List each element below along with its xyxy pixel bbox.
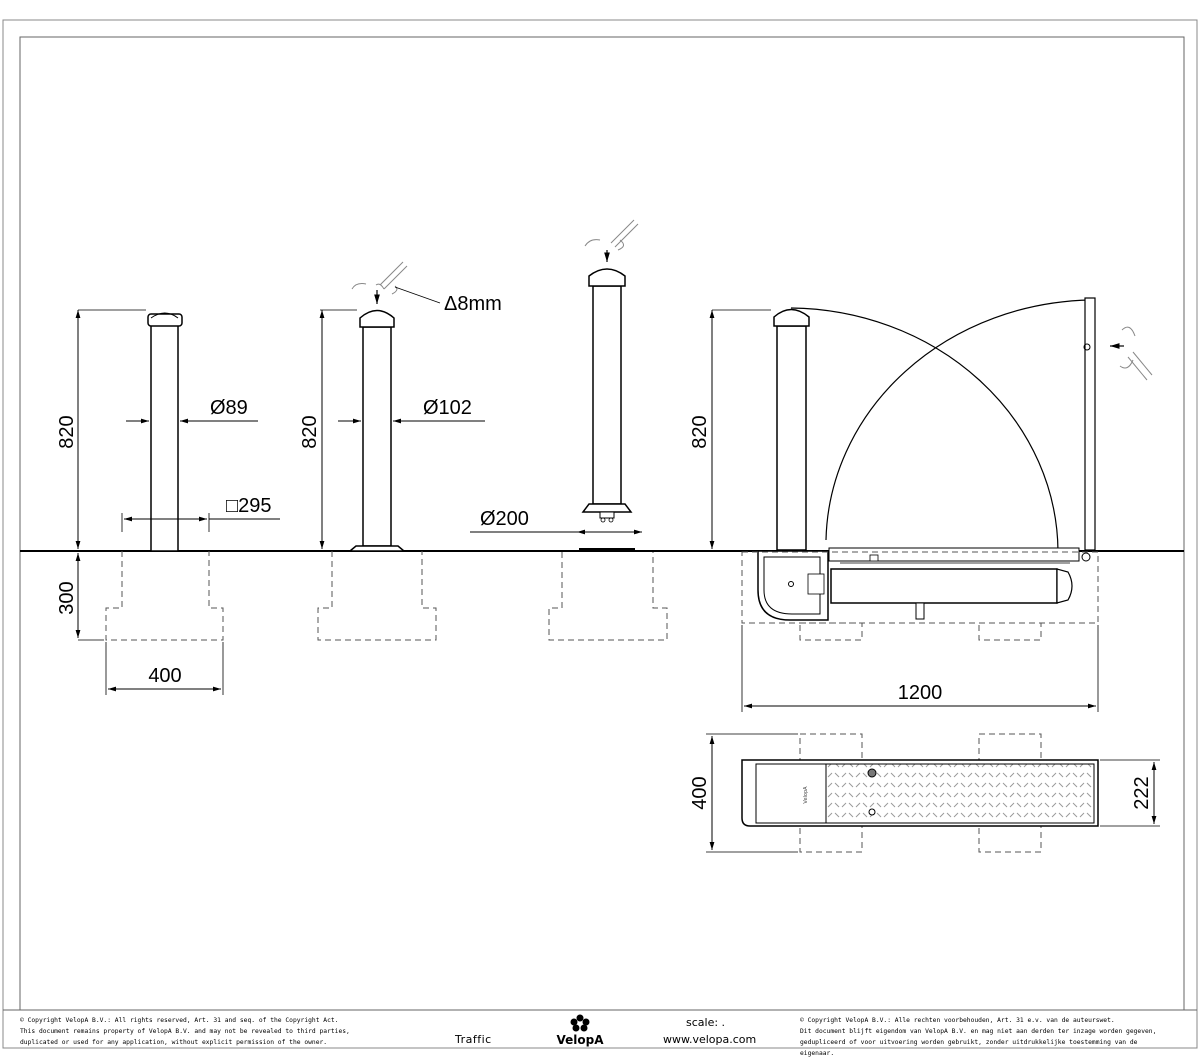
dim-depth-300: 300 (56, 581, 78, 614)
outer-frame (2, 19, 1198, 1049)
key-icon (375, 261, 408, 290)
plan-brand-mark: VelopA (803, 786, 809, 804)
delta-leader (394, 286, 441, 304)
bollard-2-base-plate (347, 545, 407, 552)
bollard-folding-view: 820 1200 (689, 297, 1153, 712)
bollard-fixed-view: 820 300 Ø89 □295 400 (56, 309, 280, 695)
plan-view: VelopA 400 222 (689, 733, 1160, 853)
swing-arc-inner (825, 299, 1092, 541)
drawing-title: Traffic (455, 1033, 492, 1046)
bollard-removable-view: Δ8mm 820 Ø102 (299, 261, 502, 641)
key-icon-2 (610, 219, 639, 248)
folded-housing (828, 547, 1080, 562)
swing-arc-outer (790, 307, 1059, 552)
bollard-1-foundation (105, 551, 224, 641)
plan-tread-plate (825, 763, 1095, 824)
velopa-logo: VelopA (555, 1013, 605, 1049)
copyright-en-line: duplicated or used for any application, … (20, 1039, 328, 1046)
bollard-3-cap (588, 268, 626, 287)
key-icon-3 (1127, 351, 1153, 381)
dim-height-820-a: 820 (56, 415, 78, 448)
dim-height-820-b: 820 (299, 415, 321, 448)
copyright-nl-line: Dit document blijft eigendom van VelopA … (800, 1028, 1157, 1035)
bollard-4-foundation (741, 551, 1099, 624)
dim-delta-8mm: Δ8mm (444, 293, 502, 315)
bollard-4-cap (773, 308, 810, 327)
bollard-3-sleeve-top (579, 548, 635, 552)
copyright-en-line: This document remains property of VelopA… (20, 1028, 350, 1035)
dim-diameter-200: Ø200 (480, 508, 529, 530)
bollard-3-foundation (548, 552, 668, 641)
folded-post (830, 568, 1058, 604)
website-link[interactable]: www.velopa.com (663, 1033, 757, 1046)
bollard-lifted-view: Ø200 (470, 219, 668, 641)
copyright-english: © Copyright VelopA B.V.: All rights rese… (20, 1015, 350, 1048)
dim-width-400: 400 (148, 665, 181, 687)
rotate-arrow-icon-2 (584, 239, 624, 251)
copyright-nl-line: © Copyright VelopA B.V.: Alle rechten vo… (800, 1017, 1115, 1024)
dim-height-820-c: 820 (689, 415, 711, 448)
footing-left (799, 622, 863, 641)
flower-logo-icon (570, 1014, 590, 1032)
dim-diameter-89: Ø89 (210, 397, 248, 419)
bollard-3-flange (581, 503, 633, 513)
dim-plan-400: 400 (689, 776, 711, 809)
bollard-2-cap (359, 309, 395, 328)
logo-text: VelopA (556, 1033, 604, 1047)
bollard-1-cap (147, 313, 183, 327)
inner-frame (19, 36, 1185, 1011)
bollard-4-flap (1084, 297, 1096, 551)
bollard-4-post (776, 325, 807, 551)
dim-base-295: □295 (226, 495, 271, 517)
bollard-1-post (150, 324, 179, 552)
bollard-2-foundation (317, 551, 437, 641)
copyright-dutch: © Copyright VelopA B.V.: Alle rechten vo… (800, 1015, 1160, 1059)
footing-right (978, 622, 1042, 641)
bollard-2-post (362, 326, 392, 547)
rotate-arrow-icon (351, 283, 398, 295)
dim-plan-222: 222 (1131, 776, 1153, 809)
bollard-3-post (592, 285, 622, 505)
dim-diameter-102: Ø102 (423, 397, 472, 419)
scale-label: scale: . (686, 1016, 726, 1029)
dim-length-1200: 1200 (898, 682, 943, 704)
copyright-nl-line: gedupliceerd of voor uitvoering worden g… (800, 1039, 1138, 1057)
copyright-en-line: © Copyright VelopA B.V.: All rights rese… (20, 1017, 339, 1024)
rotate-arrow-icon-3 (1119, 326, 1136, 369)
